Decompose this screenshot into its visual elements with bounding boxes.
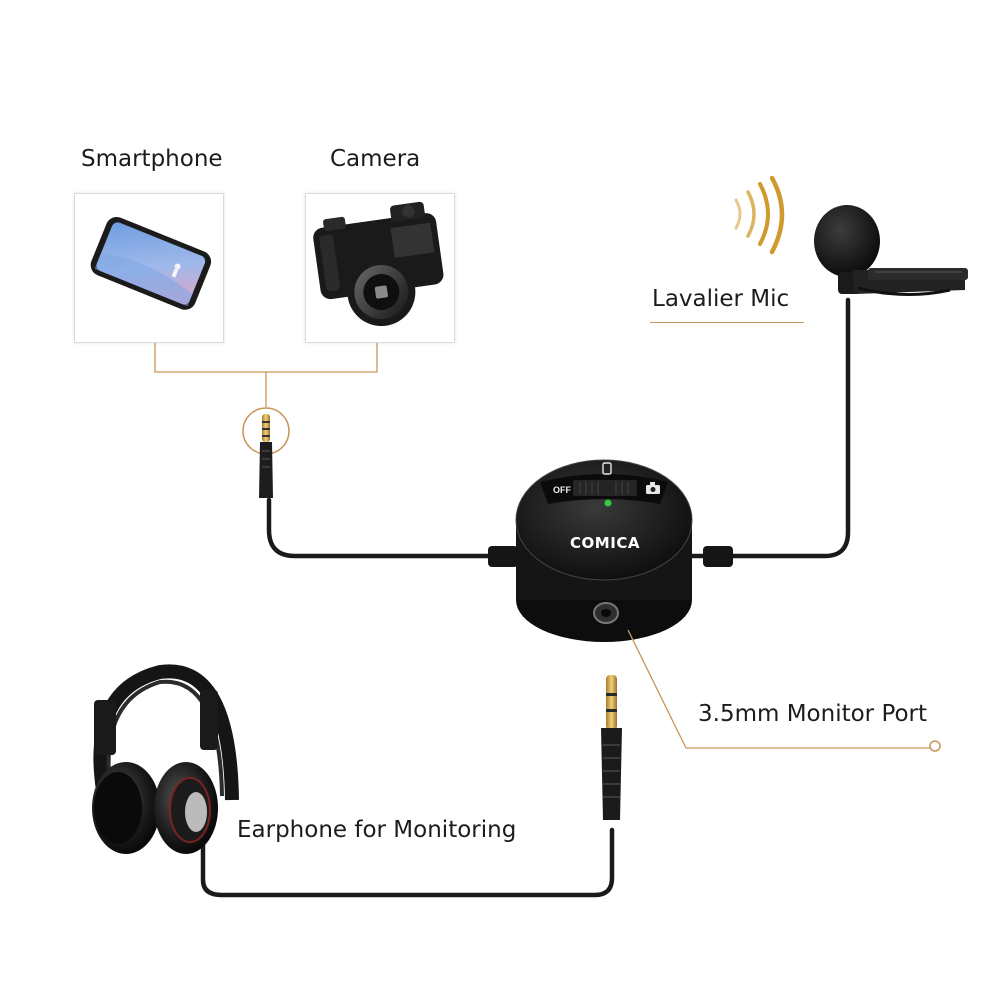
lavalier-mic-icon	[814, 205, 968, 296]
output-cable	[266, 497, 523, 559]
smartphone-card	[74, 193, 224, 343]
device-connector-lines	[154, 343, 378, 407]
device-brand-logo: COMICA	[570, 534, 640, 552]
device-camera-mode-icon	[646, 482, 660, 494]
mic-cable	[685, 297, 851, 559]
smartphone-icon	[90, 216, 212, 310]
comica-device	[515, 459, 693, 642]
cable-ferrite-left	[488, 546, 518, 567]
headphone-cable	[200, 815, 615, 898]
monitor-port-callout	[627, 629, 930, 749]
camera-icon	[313, 201, 444, 327]
camera-card	[305, 193, 455, 343]
camera-label: Camera	[330, 146, 421, 172]
monitor-port-label: 3.5mm Monitor Port	[698, 701, 928, 727]
trrs-plug	[259, 414, 273, 498]
headphones-icon	[92, 664, 239, 854]
sound-waves-icon	[734, 175, 785, 255]
lavalier-mic-label: Lavalier Mic	[652, 286, 790, 312]
power-switch-off-label: OFF	[553, 485, 571, 495]
status-led	[604, 499, 612, 507]
trs-plug	[601, 675, 622, 820]
cable-ferrite-right	[703, 546, 733, 567]
lavalier-mic-underline	[650, 322, 804, 323]
device-phone-mode-icon	[602, 462, 612, 475]
smartphone-label: Smartphone	[81, 146, 223, 172]
earphone-label: Earphone for Monitoring	[237, 817, 517, 843]
